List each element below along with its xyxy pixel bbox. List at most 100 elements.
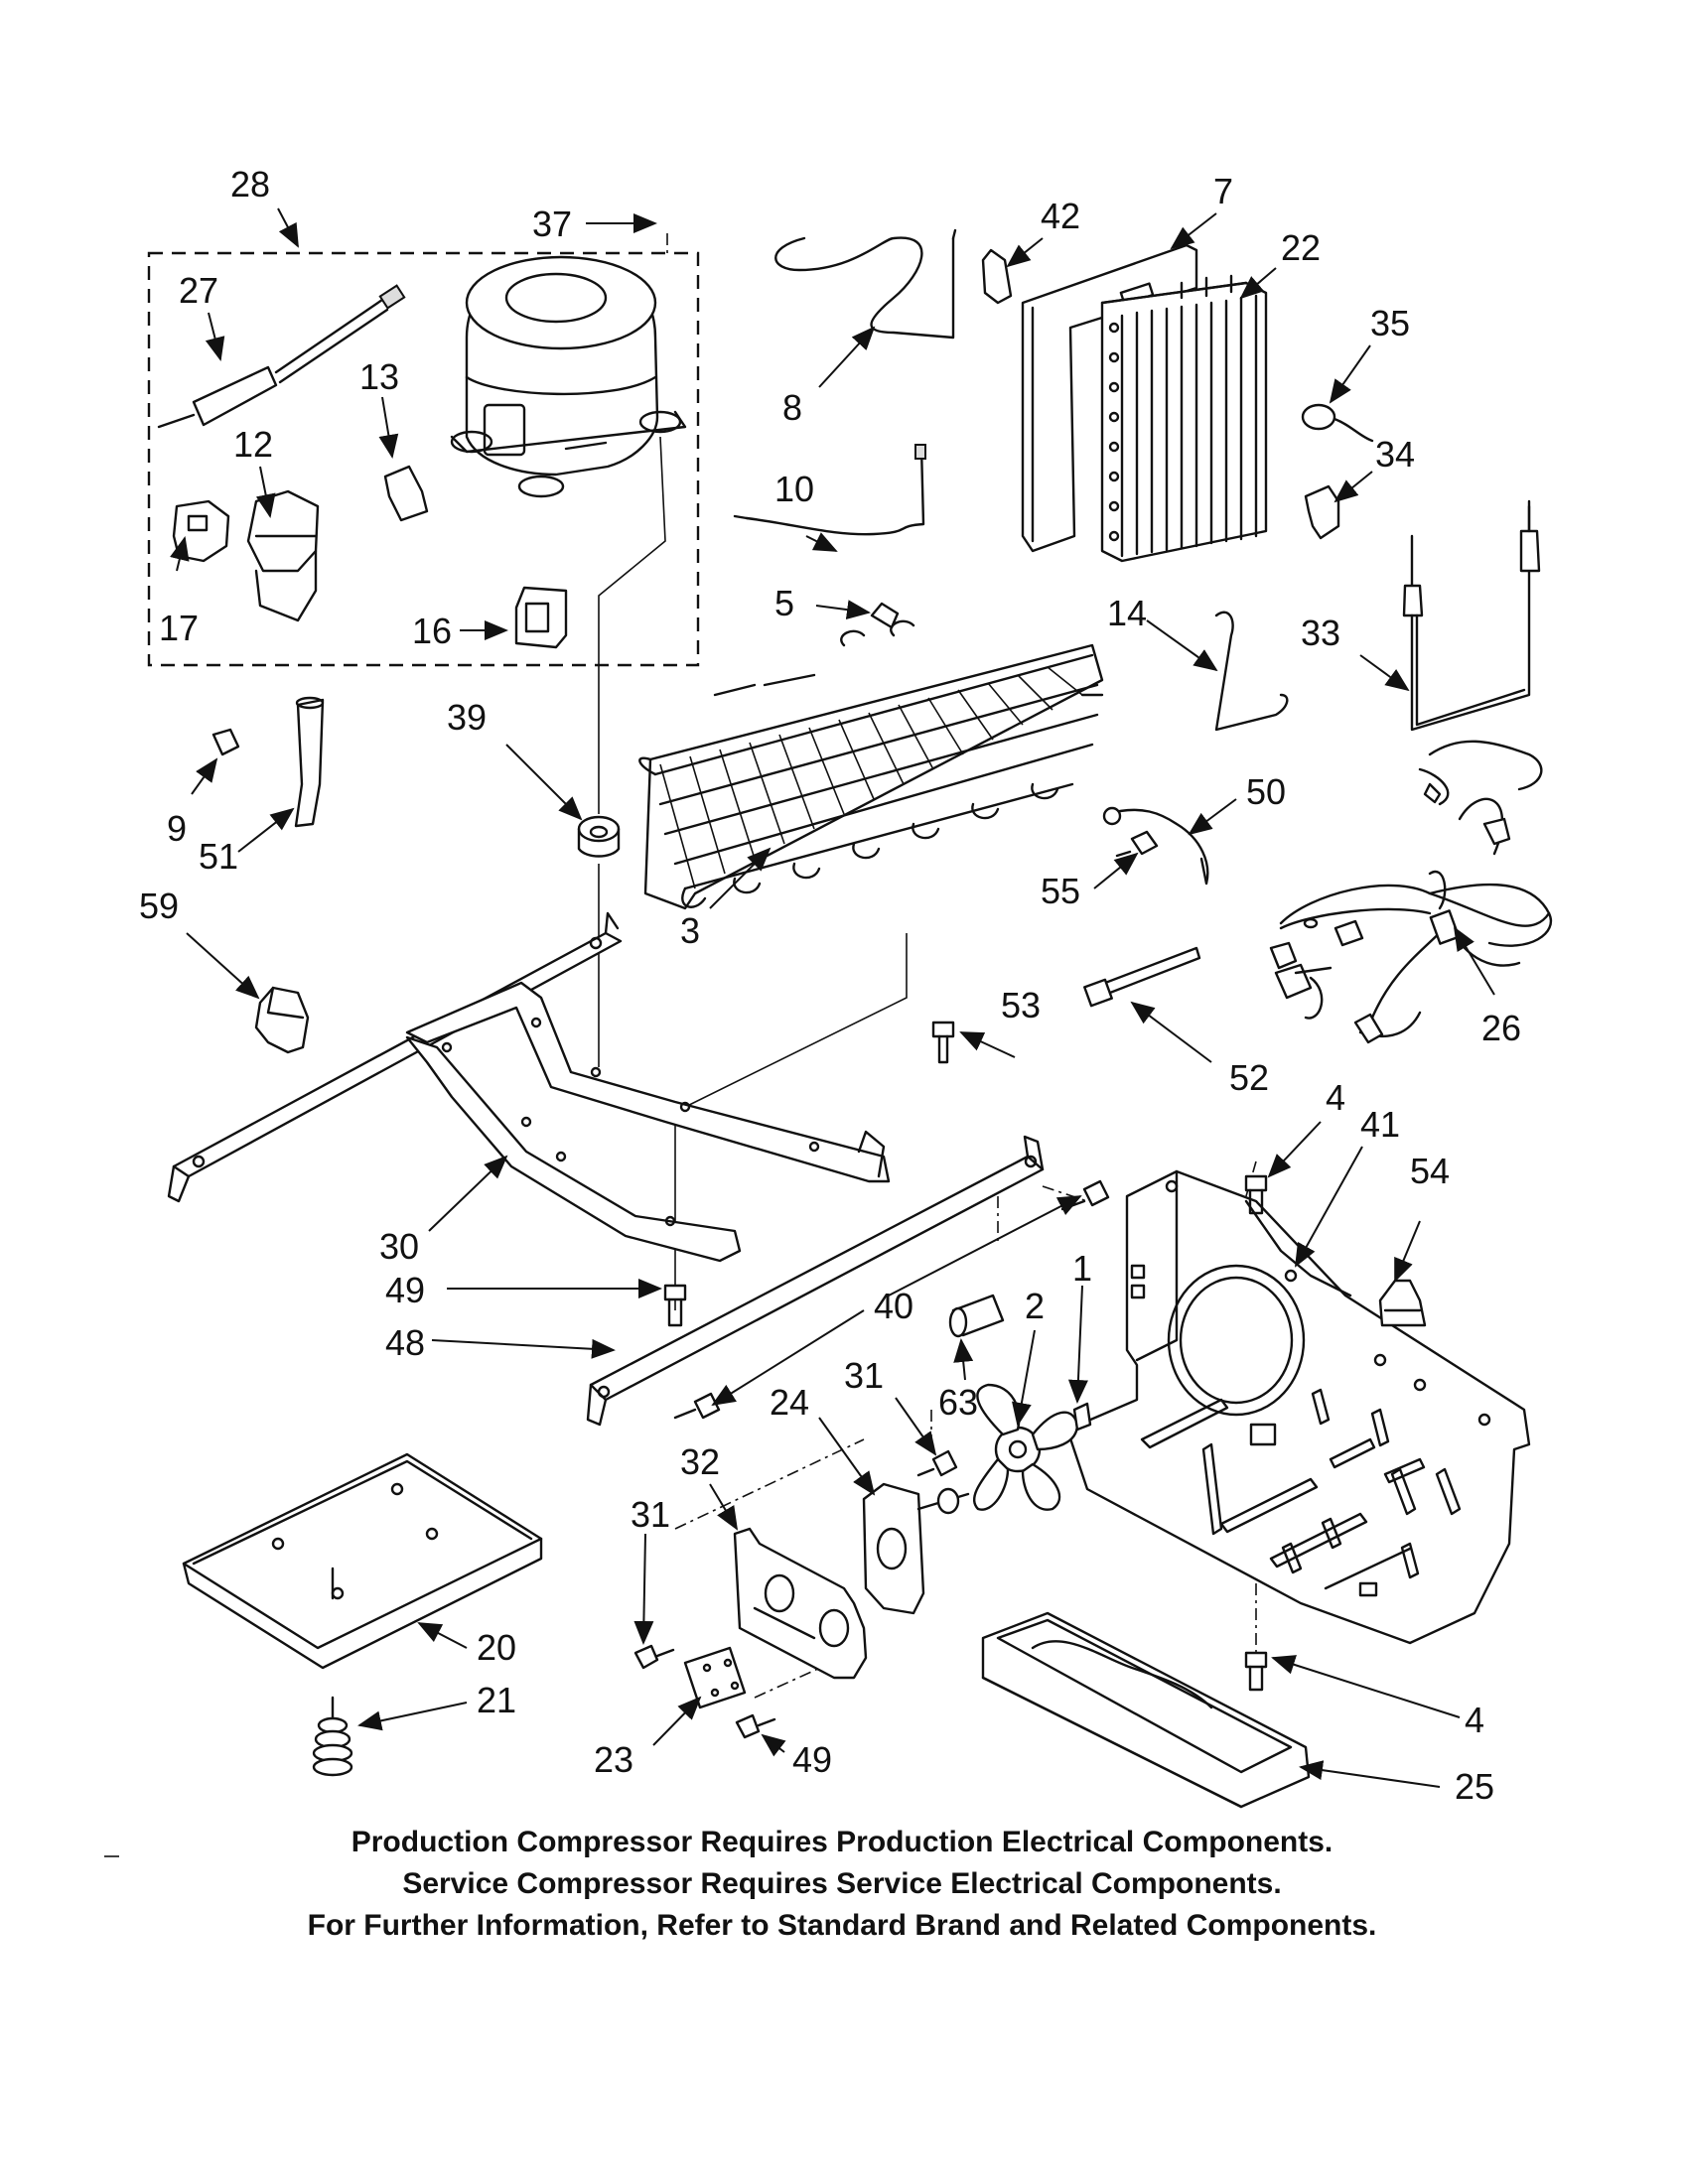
clip-42 bbox=[981, 248, 1013, 305]
drain-pan-25 bbox=[981, 1611, 1311, 1809]
compressor-base-41 bbox=[1065, 1169, 1531, 1645]
callout-8: 8 bbox=[782, 387, 802, 428]
callout-53: 53 bbox=[1001, 985, 1041, 1025]
callout-35: 35 bbox=[1370, 303, 1410, 343]
diagram-notes: Production Compressor Requires Productio… bbox=[0, 1822, 1684, 1947]
fan-blade-2 bbox=[972, 1383, 1079, 1511]
compressor-kit-box bbox=[147, 251, 700, 667]
callout-1: 1 bbox=[1072, 1248, 1092, 1289]
callout-50: 50 bbox=[1246, 771, 1286, 812]
condenser-22 bbox=[1100, 274, 1268, 563]
callout-30: 30 bbox=[379, 1226, 419, 1267]
harness-33 bbox=[1402, 499, 1543, 856]
bushing-63 bbox=[948, 1294, 1005, 1338]
callout-labels: 28 37 27 13 12 17 16 8 42 7 22 35 10 34 … bbox=[139, 164, 1521, 1807]
callout-13: 13 bbox=[359, 356, 399, 397]
callout-63: 63 bbox=[938, 1382, 978, 1423]
callout-21: 21 bbox=[477, 1680, 516, 1720]
reference-lines bbox=[598, 233, 1257, 1699]
callout-41: 41 bbox=[1360, 1104, 1400, 1145]
note-line-1: Production Compressor Requires Productio… bbox=[351, 1826, 1333, 1858]
callout-51: 51 bbox=[199, 836, 238, 877]
fan-bracket-32 bbox=[733, 1527, 868, 1680]
callout-48: 48 bbox=[385, 1322, 425, 1363]
callout-22: 22 bbox=[1281, 227, 1321, 268]
callout-28: 28 bbox=[230, 164, 270, 205]
callout-25: 25 bbox=[1455, 1766, 1494, 1807]
leader-lines bbox=[170, 207, 1495, 1788]
drier-27 bbox=[157, 284, 406, 429]
note-line-2: Service Compressor Requires Service Elec… bbox=[402, 1867, 1282, 1900]
clip-34 bbox=[1304, 484, 1340, 540]
callout-55: 55 bbox=[1041, 871, 1080, 911]
frame-rails bbox=[167, 911, 891, 1263]
callout-2: 2 bbox=[1025, 1286, 1045, 1326]
grommet-39 bbox=[577, 815, 621, 858]
callout-42: 42 bbox=[1041, 196, 1080, 236]
clip-13 bbox=[383, 465, 429, 522]
callout-37: 37 bbox=[532, 204, 572, 244]
clip-5 bbox=[870, 602, 900, 629]
callout-4-bottom: 4 bbox=[1465, 1700, 1484, 1740]
harness-26 bbox=[1269, 870, 1553, 1044]
tube-8 bbox=[774, 228, 957, 340]
rail-48 bbox=[586, 1135, 1045, 1427]
callout-59: 59 bbox=[139, 886, 179, 926]
spring-21 bbox=[312, 1696, 353, 1777]
callout-49-lower: 49 bbox=[792, 1739, 832, 1780]
callout-27: 27 bbox=[179, 270, 218, 311]
tube-51 bbox=[294, 696, 325, 828]
thermistor-35 bbox=[1301, 403, 1374, 443]
screw-40-left bbox=[673, 1392, 721, 1420]
callout-23: 23 bbox=[594, 1739, 633, 1780]
screw-31-lower bbox=[633, 1644, 675, 1670]
tube-10 bbox=[733, 444, 926, 536]
clip-59 bbox=[254, 986, 310, 1054]
compressor bbox=[450, 255, 687, 498]
screw-55 bbox=[1115, 830, 1159, 858]
callout-3: 3 bbox=[680, 910, 700, 951]
callout-14: 14 bbox=[1107, 593, 1147, 633]
callout-39: 39 bbox=[447, 697, 487, 738]
callout-17: 17 bbox=[159, 608, 199, 648]
callout-4-top: 4 bbox=[1326, 1077, 1345, 1118]
callout-16: 16 bbox=[412, 611, 452, 651]
screw-49-upper bbox=[663, 1284, 687, 1327]
note-line-3: For Further Information, Refer to Standa… bbox=[307, 1909, 1377, 1942]
wire-nut-54 bbox=[1378, 1279, 1427, 1327]
callout-34: 34 bbox=[1375, 434, 1415, 475]
callout-49-upper: 49 bbox=[385, 1270, 425, 1310]
pad-20 bbox=[182, 1452, 543, 1670]
callout-31-lower: 31 bbox=[631, 1494, 670, 1535]
cable-tie-52 bbox=[1083, 946, 1201, 1008]
callout-52: 52 bbox=[1229, 1057, 1269, 1098]
callout-5: 5 bbox=[774, 583, 794, 623]
callout-33: 33 bbox=[1301, 613, 1340, 653]
callout-12: 12 bbox=[233, 424, 273, 465]
callout-24: 24 bbox=[770, 1382, 809, 1423]
evaporator-3 bbox=[638, 619, 1104, 910]
screw-31-upper bbox=[916, 1449, 958, 1477]
callout-54: 54 bbox=[1410, 1151, 1450, 1191]
screw-49-lower bbox=[735, 1713, 776, 1739]
callout-9: 9 bbox=[167, 808, 187, 849]
callout-26: 26 bbox=[1481, 1008, 1521, 1048]
screw-4-upper bbox=[1244, 1174, 1268, 1215]
bracket-50 bbox=[1102, 806, 1209, 886]
callout-20: 20 bbox=[477, 1627, 516, 1668]
screw-53 bbox=[931, 1021, 955, 1064]
callout-31-upper: 31 bbox=[844, 1355, 884, 1396]
bracket-1 bbox=[1072, 1402, 1092, 1432]
callout-10: 10 bbox=[774, 469, 814, 509]
relay-12 bbox=[246, 489, 320, 622]
callout-32: 32 bbox=[680, 1441, 720, 1482]
screw-4-lower bbox=[1244, 1651, 1268, 1692]
bracket-14 bbox=[1214, 611, 1289, 732]
fan-motor-24 bbox=[862, 1482, 970, 1615]
callout-40: 40 bbox=[874, 1286, 913, 1326]
grommet-23 bbox=[683, 1646, 747, 1709]
capacitor-16 bbox=[514, 586, 568, 649]
cap-9 bbox=[211, 728, 240, 756]
callout-7: 7 bbox=[1213, 171, 1233, 211]
